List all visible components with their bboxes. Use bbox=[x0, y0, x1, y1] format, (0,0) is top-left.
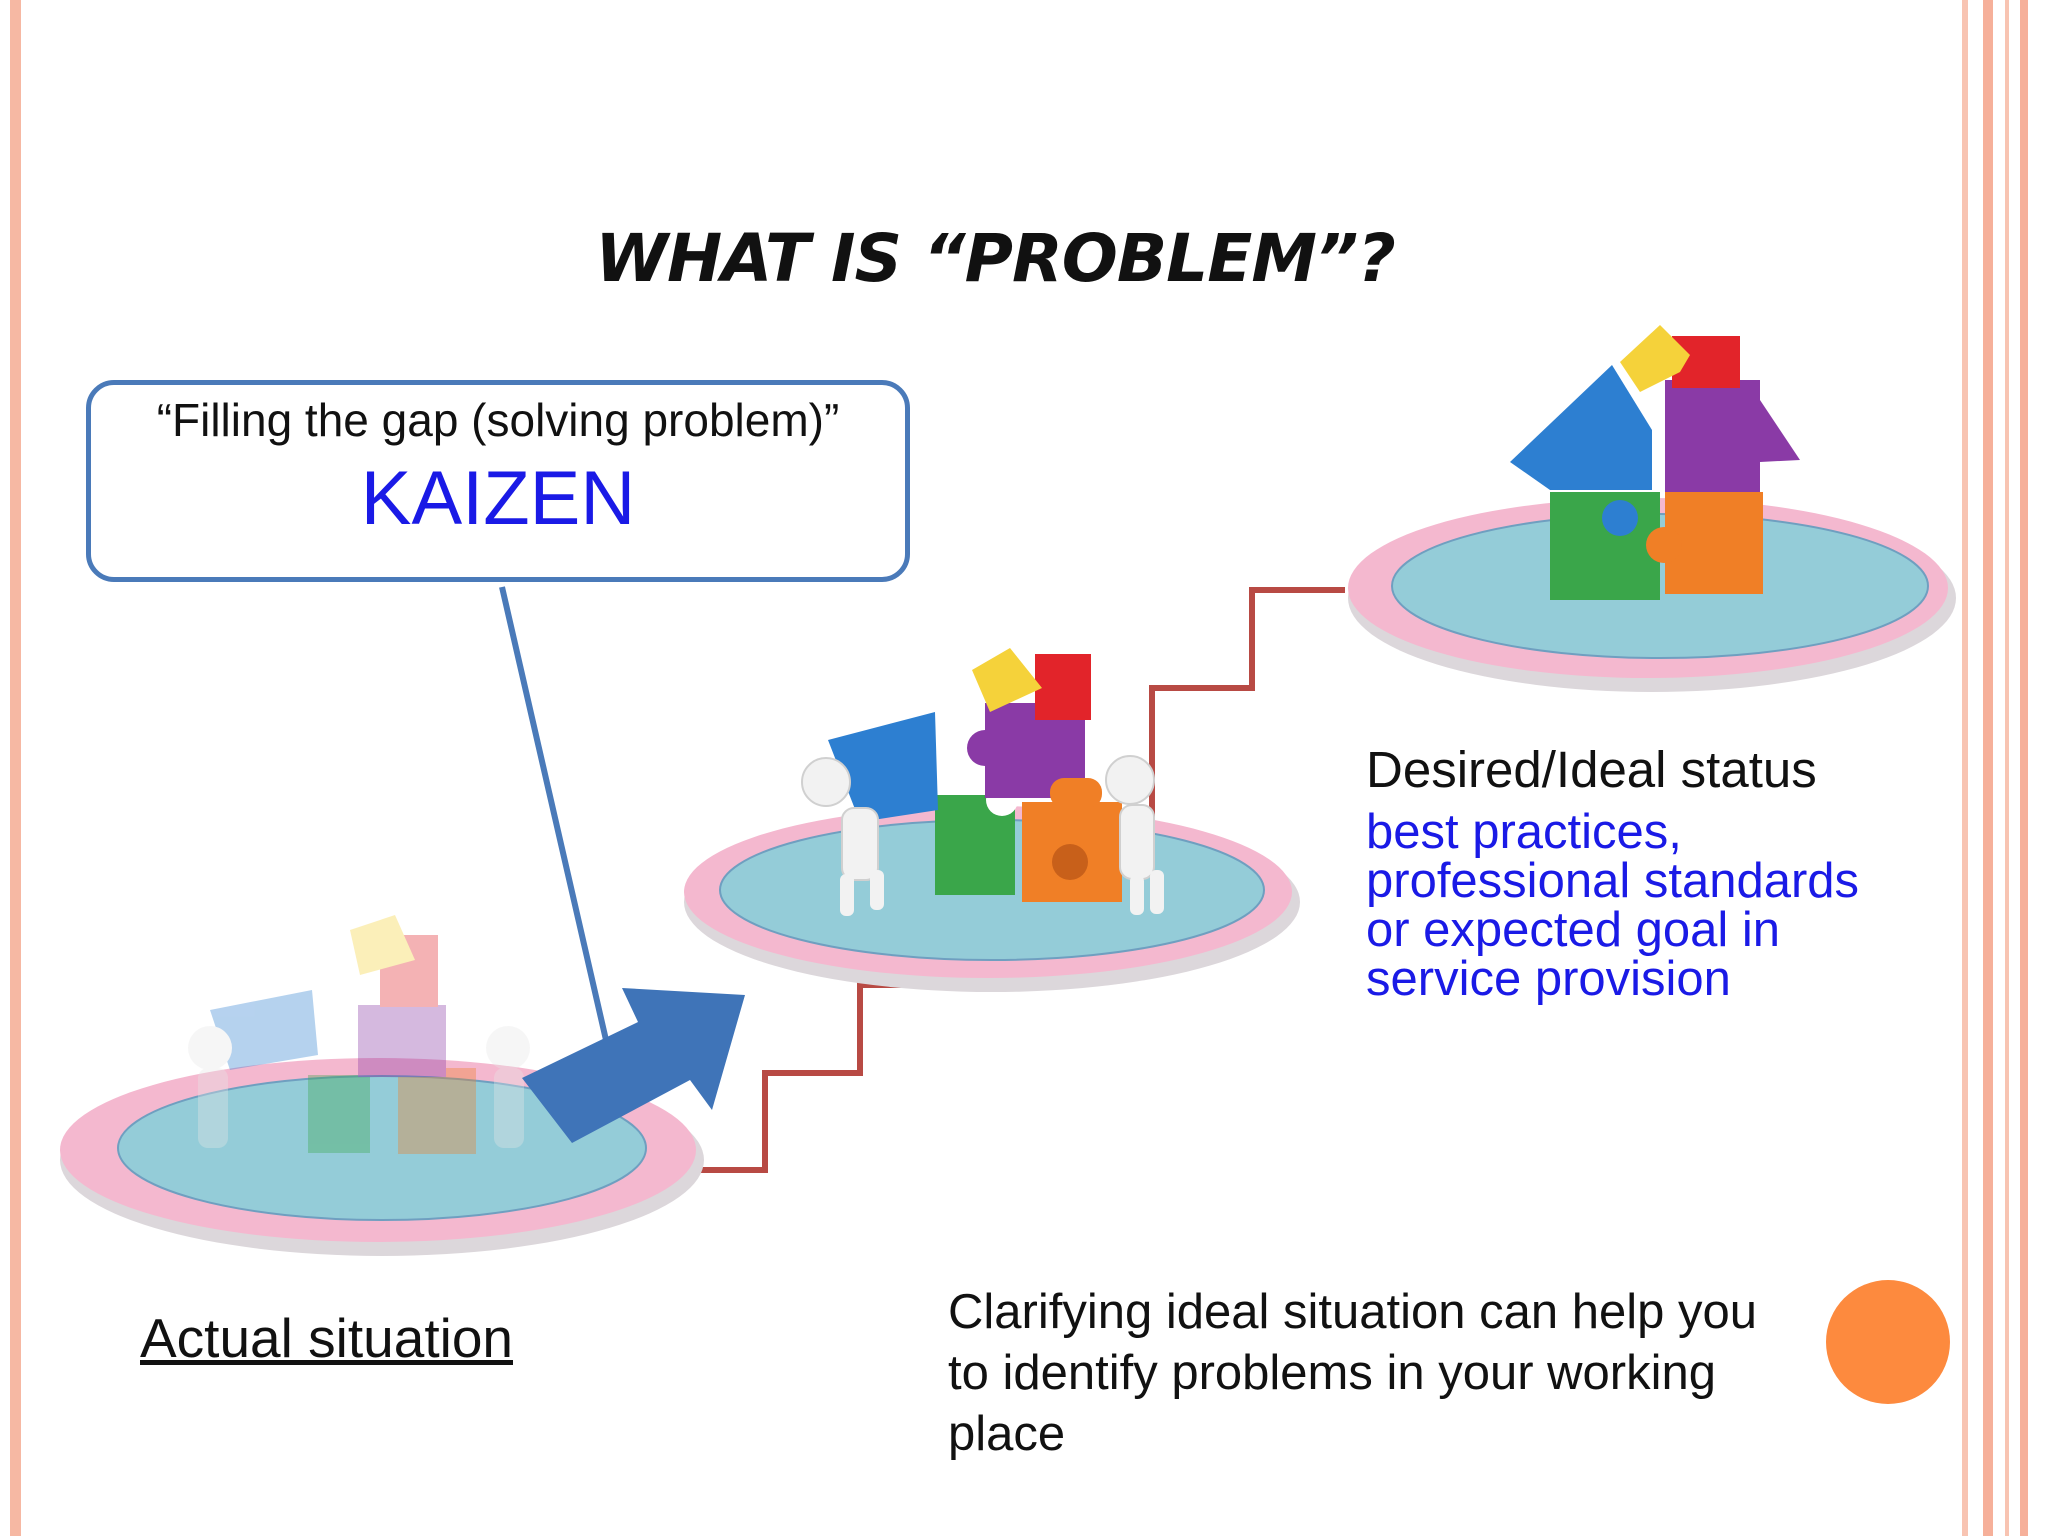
desired-line: service provision bbox=[1366, 952, 1731, 1006]
desired-status-title: Desired/Ideal status bbox=[1366, 741, 1817, 798]
orange-dot-icon bbox=[1826, 1280, 1950, 1404]
desired-line: or expected goal in bbox=[1366, 903, 1781, 957]
desired-line: professional standards bbox=[1366, 854, 1860, 908]
clarifying-note: Clarifying ideal situation can help you … bbox=[948, 1282, 1848, 1465]
note-line: to identify problems in your working bbox=[948, 1346, 1717, 1400]
desired-status-description: best practices, professional standards o… bbox=[1366, 808, 1859, 1004]
left-frame-border bbox=[10, 0, 21, 1536]
right-frame-stripe bbox=[2020, 0, 2028, 1536]
right-frame-stripe bbox=[2005, 0, 2009, 1536]
slide-title: WHAT IS “PROBLEM”? bbox=[595, 220, 1396, 297]
actual-situation-label: Actual situation bbox=[140, 1307, 513, 1369]
callout-pointer bbox=[499, 586, 609, 1041]
desired-line: best practices, bbox=[1366, 805, 1682, 859]
actual-platform bbox=[60, 1058, 704, 1256]
right-frame-stripe bbox=[1983, 0, 1993, 1536]
arrow-icon bbox=[522, 988, 745, 1143]
callout-line1: “Filling the gap (solving problem)” bbox=[156, 394, 840, 446]
callout-line2: KAIZEN bbox=[360, 456, 636, 541]
puzzle-builders-icon bbox=[801, 648, 1164, 916]
note-line: Clarifying ideal situation can help you bbox=[948, 1285, 1757, 1339]
puzzle-house-icon bbox=[1510, 325, 1800, 630]
right-frame-stripe bbox=[1962, 0, 1968, 1536]
note-line: place bbox=[948, 1407, 1066, 1461]
faded-puzzle-builders-icon bbox=[188, 915, 530, 1154]
kaizen-callout: “Filling the gap (solving problem)” KAIZ… bbox=[86, 380, 910, 582]
